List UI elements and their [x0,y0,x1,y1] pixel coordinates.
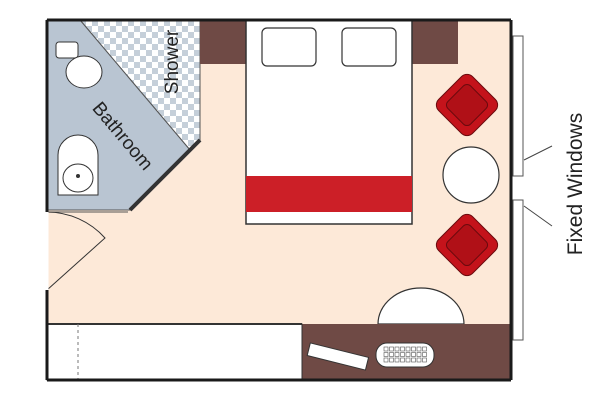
keyboard-key [400,346,405,352]
keyboard-key [422,346,427,352]
toilet-icon [55,41,103,89]
keyboard-icon [375,342,435,368]
window-leader-line [523,145,553,161]
keyboard-key [383,352,389,357]
fixed-window-bottom [512,199,524,341]
keyboard-key [422,357,427,363]
keyboard-key [394,352,400,357]
keyboard-key [416,352,422,357]
keyboard-key [422,352,427,357]
outer-walls [45,18,513,382]
keyboard-key [405,357,411,363]
keyboard-key [394,357,400,363]
window-leader-line [523,205,553,227]
armchair-icon [435,213,499,277]
keyboard-key [389,357,394,363]
keyboard-key [400,352,405,357]
keyboard-key [411,352,416,357]
keyboard-key [394,346,400,352]
pillow-icon [261,27,317,67]
nightstand-right [412,20,458,64]
fixed-windows-label: Fixed Windows [564,113,587,255]
keyboard-key [389,346,394,352]
keyboard-key [416,346,422,352]
keyboard-key [383,346,389,352]
keyboard-key [411,357,416,363]
sink-icon [57,134,99,196]
bed [245,19,413,225]
keyboard-key [389,352,394,357]
fixed-window-top [512,35,524,177]
wardrobe [46,323,303,381]
laptop-icon [306,342,370,371]
keyboard-key [416,357,422,363]
armchair-icon [435,73,499,137]
bed-stripe [246,176,412,212]
desk-chair [377,287,465,325]
keyboard-key [411,346,416,352]
nightstand-left [200,20,246,64]
keyboard-key [405,346,411,352]
round-table [442,146,500,204]
keyboard-key [383,357,389,363]
bathroom-wall [128,138,202,212]
keyboard-key [400,357,405,363]
pillow-icon [341,27,397,67]
shower-label: Shower [162,29,183,94]
keyboard-key [405,352,411,357]
